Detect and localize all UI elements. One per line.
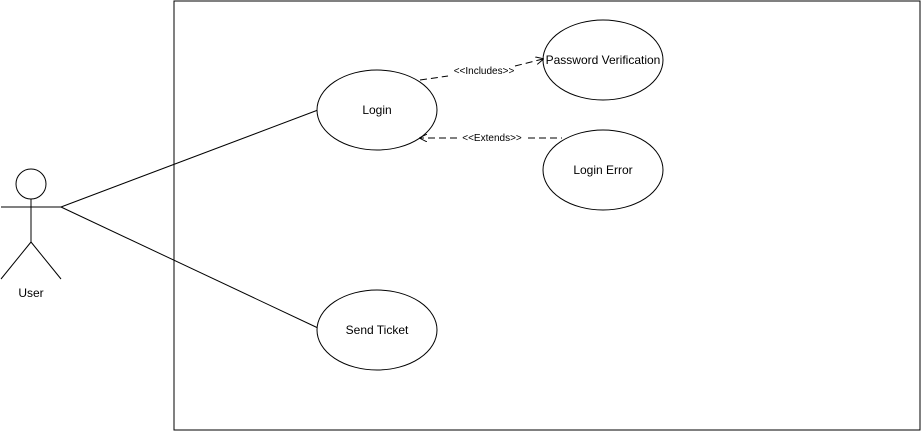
association-user-login[interactable]: [60, 109, 319, 208]
actor-head: [15, 168, 47, 200]
use-case-label: Login Error: [573, 163, 632, 177]
use-case-label: Login: [362, 103, 391, 117]
use-case-login-error[interactable]: Login Error: [542, 129, 664, 211]
use-case-label: Password Verification: [546, 53, 661, 67]
extends-label: <<Extends>>: [462, 133, 522, 144]
use-case-password-verification[interactable]: Password Verification: [542, 19, 664, 101]
relation-includes[interactable]: <<Includes>>: [419, 59, 543, 81]
actor-label: User: [18, 286, 43, 300]
includes-label: <<Includes>>: [454, 66, 515, 77]
includes-dashed-arrow: [514, 59, 543, 67]
use-case-send-ticket[interactable]: Send Ticket: [316, 289, 438, 371]
actor-left-leg: [0, 241, 32, 280]
use-case-label: Send Ticket: [346, 323, 409, 337]
association-user-send-ticket[interactable]: [60, 206, 319, 329]
use-case-login[interactable]: Login: [316, 69, 438, 151]
relation-extends[interactable]: <<Extends>>: [420, 133, 562, 144]
includes-dashed-line: [419, 75, 449, 81]
actor-right-leg: [30, 241, 62, 280]
actor-user[interactable]: User: [0, 168, 62, 300]
